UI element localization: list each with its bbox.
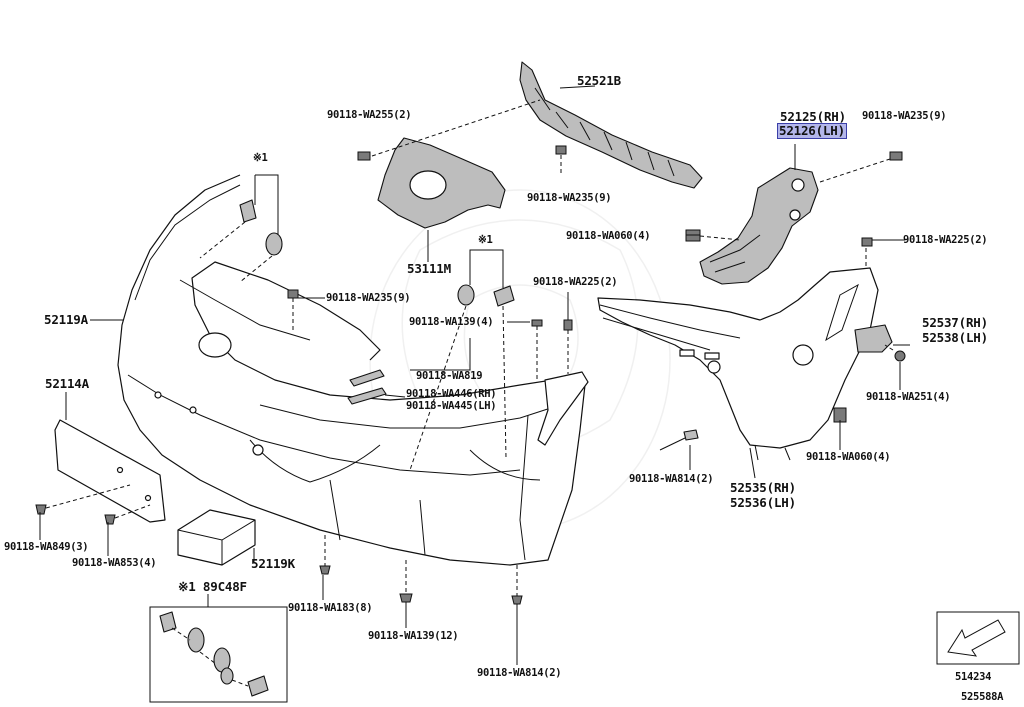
label-leaders xyxy=(39,85,910,665)
grille-bars xyxy=(347,369,387,405)
label-wa235-mid: 90118-WA235(9) xyxy=(527,192,612,204)
label-note1-left: ※1 xyxy=(253,152,268,164)
label-wa060-bottom: 90118-WA060(4) xyxy=(806,451,891,463)
label-wa060-top: 90118-WA060(4) xyxy=(566,230,651,242)
clip-wa060-bottom xyxy=(833,407,847,423)
label-wa139-12: 90118-WA139(12) xyxy=(368,630,459,642)
label-514234: 514234 xyxy=(955,671,992,683)
label-wa853: 90118-WA853(4) xyxy=(72,557,157,569)
label-wa814-bottom: 90118-WA814(2) xyxy=(477,667,562,679)
energy-absorber-52119K xyxy=(177,509,256,566)
license-bracket-52114A xyxy=(54,419,166,523)
label-52537: 52537(RH) xyxy=(922,315,988,330)
label-wa251: 90118-WA251(4) xyxy=(866,391,951,403)
label-52125: 52125(RH) xyxy=(780,109,846,124)
label-52521B: 52521B xyxy=(577,73,621,88)
label-52119K: 52119K xyxy=(251,556,295,571)
label-525588A: 525588A xyxy=(961,691,1004,703)
label-52538: 52538(LH) xyxy=(922,330,988,345)
label-wa225-mid: 90118-WA225(2) xyxy=(533,276,618,288)
label-wa235-top-right: 90118-WA235(9) xyxy=(862,110,947,122)
label-wa819: 90118-WA819 xyxy=(416,370,483,382)
side-bracket-52125 xyxy=(699,167,819,285)
label-note1-mid: ※1 xyxy=(478,234,493,246)
bumper-cover-52119A xyxy=(117,174,589,566)
dashed-leaders xyxy=(45,99,894,596)
label-wa235-left: 90118-WA235(9) xyxy=(326,292,411,304)
label-52119A: 52119A xyxy=(44,312,88,327)
label-wa139-4: 90118-WA139(4) xyxy=(409,316,494,328)
grille-bracket-53111M xyxy=(377,137,506,229)
side-panel-52535 xyxy=(597,267,879,461)
label-wa446: 90118-WA446(RH) xyxy=(406,388,497,400)
label-wa225-right: 90118-WA225(2) xyxy=(903,234,988,246)
label-52114A: 52114A xyxy=(45,376,89,391)
label-wa814-mid: 90118-WA814(2) xyxy=(629,473,714,485)
label-wa849: 90118-WA849(3) xyxy=(4,541,89,553)
label-52126-highlighted: 52126(LH) xyxy=(777,123,847,139)
parts-set-box-89C48F xyxy=(149,594,288,703)
label-wa445: 90118-WA445(LH) xyxy=(406,400,497,412)
fasteners xyxy=(35,145,906,650)
label-52536: 52536(LH) xyxy=(730,495,796,510)
reference-box-514234 xyxy=(936,611,1020,665)
bumper-reinforcement-52521B xyxy=(519,61,703,189)
bracket-52537 xyxy=(854,324,893,353)
label-wa183: 90118-WA183(8) xyxy=(288,602,373,614)
label-52535: 52535(RH) xyxy=(730,480,796,495)
label-89C48F: ※1 89C48F xyxy=(178,579,247,594)
label-53111M: 53111M xyxy=(407,261,451,276)
label-wa255: 90118-WA255(2) xyxy=(327,109,412,121)
